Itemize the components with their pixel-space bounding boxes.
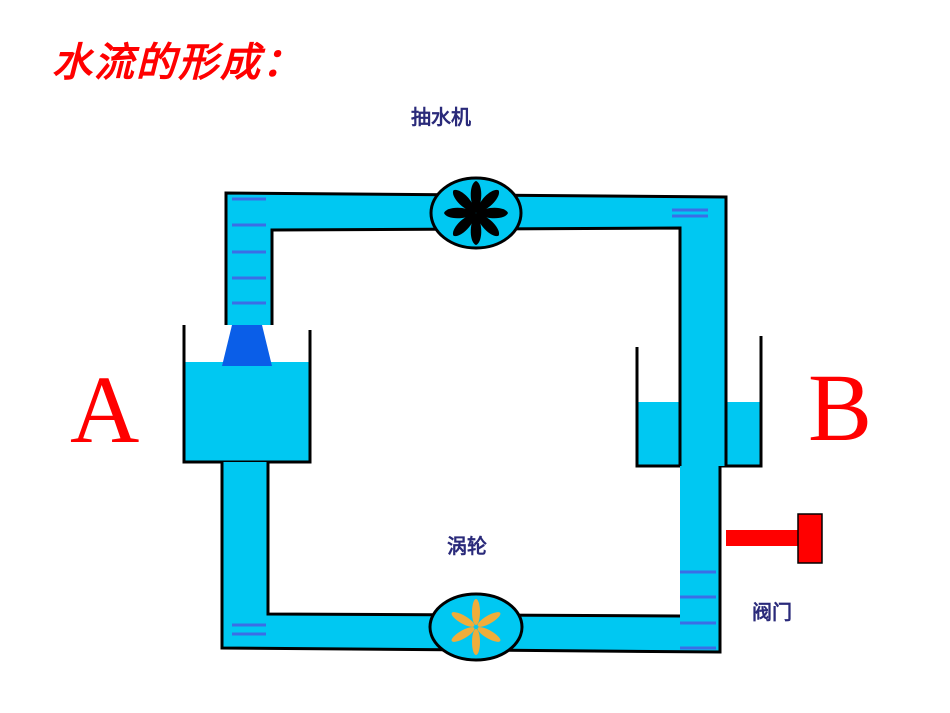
tank-a-water — [184, 362, 310, 462]
page-title: 水流的形成： — [52, 39, 304, 86]
pump-icon — [429, 176, 523, 250]
nozzle — [222, 325, 272, 366]
pipe-upper — [226, 193, 726, 466]
valve-icon[interactable] — [726, 513, 823, 564]
turbine-icon — [428, 592, 524, 662]
pump-label: 抽水机 — [411, 105, 471, 129]
valve-label: 阀门 — [752, 600, 792, 624]
tank-a-letter: A — [70, 356, 140, 463]
tank-b-letter: B — [808, 354, 873, 461]
level-marks — [232, 197, 716, 650]
pipe-lower — [222, 462, 720, 652]
turbine-label: 涡轮 — [447, 534, 487, 558]
